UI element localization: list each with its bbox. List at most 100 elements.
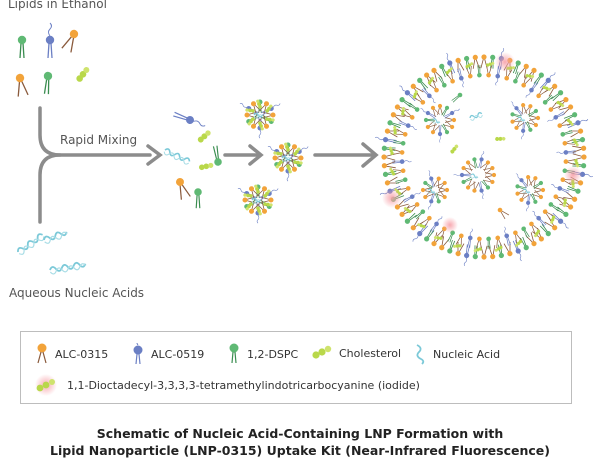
lipid-molecule	[483, 175, 495, 185]
lipid-molecule	[430, 122, 440, 135]
lipid-molecule	[248, 200, 260, 214]
lipid-molecule	[490, 54, 496, 69]
lipid-molecule	[258, 115, 270, 129]
lipid-molecule	[472, 181, 480, 193]
lipid-molecule	[250, 115, 262, 129]
lipid-molecule	[503, 242, 513, 257]
cholesterol-molecule	[556, 100, 565, 108]
cholesterol-molecule	[533, 229, 541, 238]
small-lnp	[267, 142, 309, 182]
lipid-molecule	[562, 138, 576, 146]
lipid-molecule	[467, 228, 473, 248]
lipid-molecule	[420, 215, 432, 228]
lipid-molecule	[521, 103, 528, 115]
dye-glow	[495, 52, 515, 72]
lipid-molecule	[439, 63, 448, 78]
large-lnp-particle	[374, 47, 594, 267]
lipid-molecule	[555, 206, 569, 217]
lipid-molecule	[488, 245, 496, 260]
lipid-molecule	[402, 109, 415, 120]
lipid-molecule	[428, 170, 436, 188]
cholesterol-molecule	[401, 106, 405, 116]
lipid-molecule	[556, 150, 576, 155]
cholesterol-molecule	[265, 104, 273, 113]
cholesterol-molecule	[76, 67, 90, 82]
lipid-molecule	[407, 202, 420, 213]
legend-label-nucleic-acid: Nucleic Acid	[433, 347, 501, 361]
lipid-molecule	[465, 178, 476, 190]
lipid-molecule	[557, 119, 571, 128]
lipid-molecule	[420, 108, 437, 119]
cholesterol-molecule	[445, 67, 453, 75]
lipid-molecule	[513, 230, 522, 244]
lipid-molecule	[486, 65, 493, 78]
dye-icon	[35, 374, 57, 396]
lipid-molecule	[495, 235, 503, 249]
lipid-molecule	[463, 244, 471, 267]
lipid-molecule	[399, 85, 417, 102]
lipid-molecule	[387, 120, 402, 129]
lipid-molecule	[514, 119, 525, 130]
lipid-molecule	[525, 67, 537, 82]
lipid-molecule	[455, 233, 464, 247]
lipid-molecule	[272, 154, 286, 162]
cholesterol-molecule	[199, 162, 214, 171]
cholesterol-molecule	[417, 223, 426, 229]
nucleic-acid-strand	[163, 148, 191, 165]
lipid-molecule	[475, 236, 482, 249]
lipid-molecule	[483, 165, 495, 175]
lipid-molecule	[559, 198, 574, 210]
lipid-molecule	[414, 209, 426, 220]
cholesterol-molecule	[563, 198, 567, 208]
cholesterol-molecule	[453, 244, 462, 248]
lipid-molecule	[566, 185, 581, 194]
lipid-molecule	[510, 101, 524, 116]
lipid-molecule	[431, 232, 443, 247]
cholesterol-molecule	[393, 126, 397, 135]
legend-item-nucleic-acid: Nucleic Acid	[413, 343, 500, 365]
cholesterol-molecule	[572, 138, 579, 147]
cholesterol-molecule	[566, 118, 574, 126]
lipid-molecule	[441, 123, 450, 135]
lipid-molecule	[461, 176, 473, 185]
lipid-molecule	[525, 81, 539, 98]
lipid-molecule	[451, 92, 463, 103]
cholesterol-molecule	[256, 206, 262, 216]
lipid-molecule	[486, 236, 491, 249]
lipid-molecule	[429, 216, 443, 233]
lipid-molecule	[447, 239, 456, 254]
lipid-molecule	[381, 145, 396, 151]
lipid-molecule	[417, 77, 429, 90]
lipid-molecule	[420, 187, 433, 193]
lipid-molecule	[563, 112, 578, 121]
cholesterol-molecule	[243, 193, 253, 198]
lipid-molecule	[446, 52, 456, 75]
cholesterol-molecule	[542, 85, 551, 91]
cholesterol-molecule	[465, 62, 474, 69]
lipid-molecule	[539, 224, 551, 237]
lipid-molecule	[528, 115, 541, 121]
legend-label-dspc: 1,2-DSPC	[247, 347, 299, 361]
lipid-molecule	[428, 192, 436, 210]
legend-label-cholesterol: Cholesterol	[339, 346, 402, 360]
nucleic-acid-strand	[251, 197, 261, 204]
figure-caption: Schematic of Nucleic Acid-Containing LNP…	[0, 425, 600, 459]
lipid-molecule	[392, 159, 412, 164]
lipid-molecule	[526, 175, 533, 187]
lipid-molecule	[477, 65, 482, 78]
lipid-molecule	[472, 157, 478, 169]
lipid-molecule	[563, 159, 576, 166]
caption-line-2: Lipid Nanoparticle (LNP-0315) Uptake Kit…	[50, 443, 550, 458]
cholesterol-molecule	[245, 108, 255, 113]
lipid-molecule	[472, 54, 480, 69]
lipid-molecule	[553, 194, 566, 205]
lipid-molecule	[510, 112, 522, 119]
cholesterol-molecule	[263, 189, 271, 198]
lipid-molecule	[529, 176, 538, 188]
cholesterol-molecule	[389, 167, 396, 176]
lipid-molecule	[437, 103, 443, 116]
nucleic-acid-strand	[427, 188, 436, 194]
lipid-molecule	[533, 72, 544, 86]
nucleic-acid-strand	[469, 112, 483, 121]
lipid-molecule	[503, 226, 511, 246]
